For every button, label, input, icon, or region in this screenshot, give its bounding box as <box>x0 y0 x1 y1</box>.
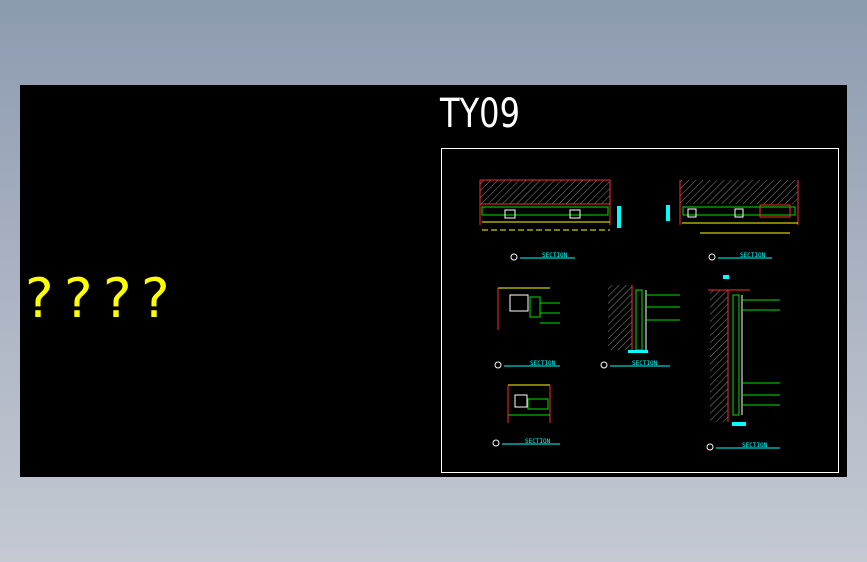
section-label-2: SECTION <box>740 252 766 259</box>
section-label-5: SECTION <box>742 442 768 449</box>
section-detail-4: SECTION <box>600 285 680 369</box>
section-detail-1: SECTION <box>479 179 621 261</box>
placeholder-mark-1: ? <box>25 267 54 330</box>
section-label-6: SECTION <box>525 438 551 445</box>
placeholder-mark-3: ? <box>103 267 132 330</box>
section-detail-5: SECTION <box>706 275 780 451</box>
section-detail-3: SECTION <box>494 287 560 369</box>
sheet-frame <box>441 148 839 473</box>
section-label-1: SECTION <box>542 252 568 259</box>
placeholder-marks: ? ? ? ? <box>25 267 170 330</box>
section-label-4: SECTION <box>632 360 658 367</box>
section-label-3: SECTION <box>530 360 556 367</box>
placeholder-mark-4: ? <box>141 267 170 330</box>
cad-model-space[interactable]: ? ? ? ? TY09 SECTION S <box>20 85 847 477</box>
placeholder-mark-2: ? <box>64 267 93 330</box>
drawing-title: TY09 <box>439 91 520 137</box>
drawing-canvas[interactable]: ? ? ? ? TY09 SECTION S <box>20 85 847 477</box>
section-detail-2: SECTION <box>666 180 799 261</box>
section-detail-6: SECTION <box>492 384 560 447</box>
